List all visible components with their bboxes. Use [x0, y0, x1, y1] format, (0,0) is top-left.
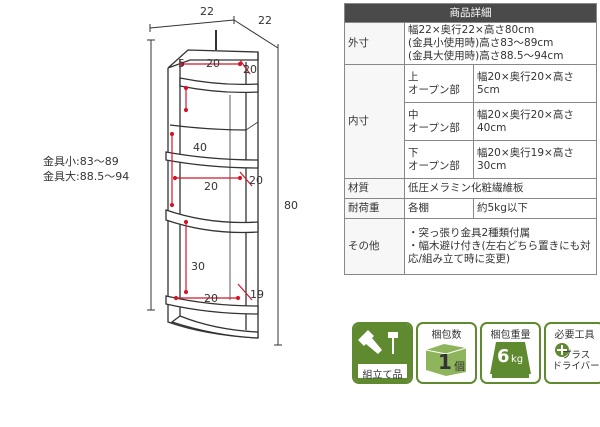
- assembly-badge: 組立て品: [352, 322, 413, 384]
- inner-label: 内寸: [344, 64, 405, 179]
- package-count-unit: 個: [454, 360, 465, 373]
- top-depth-line: [233, 19, 279, 49]
- box-icon: [425, 344, 467, 376]
- other-value: ・突っ張り金具2種類付属 ・幅木避け付き(左右どちら置きにも対応/組み立て時に変…: [404, 218, 597, 275]
- mid-d-label: 20: [249, 174, 263, 187]
- package-count-value: 1: [438, 350, 452, 374]
- inner-top-name: 上 オープン部: [404, 64, 474, 103]
- tools-icon: [354, 324, 411, 382]
- top-w-label: 20: [206, 57, 220, 70]
- other-line: ・幅木避け付き(左右どちら置きにも対応/組み立て時に変更): [408, 240, 591, 265]
- required-tool-title: 必要工具: [554, 330, 595, 341]
- mid-height-label: 40: [193, 141, 207, 154]
- inner-mid-value: 幅20×奥行20×高さ40cm: [473, 102, 597, 141]
- screwdriver-icon: [555, 343, 569, 357]
- total-height-label: 80: [284, 199, 298, 212]
- load-label: 耐荷重: [344, 198, 405, 219]
- bottom-w-label: 20: [204, 292, 218, 305]
- material-label: 材質: [344, 178, 405, 199]
- load-value: 約5kg以下: [473, 198, 597, 219]
- assembly-caption: 組立て品: [362, 370, 403, 381]
- spec-header: 商品詳細: [344, 3, 597, 23]
- size-line: 幅22×奥行22×高さ80cm: [408, 24, 535, 36]
- shelf-diagram: 22 22 80: [147, 5, 298, 346]
- mid-w-label: 20: [204, 180, 218, 193]
- package-weight-title: 梱包重量: [490, 330, 531, 341]
- other-label: その他: [344, 218, 405, 275]
- hardware-note-large: 金具大:88.5～94: [43, 170, 130, 183]
- shelf-body: [165, 30, 259, 339]
- package-count-badge: 梱包数 1 個: [416, 322, 477, 384]
- load-sub: 各棚: [404, 198, 474, 219]
- hardware-note-small: 金具小:83～89: [43, 155, 119, 168]
- required-tool-caption: プラス ドライバー: [552, 350, 600, 372]
- top-depth-label: 22: [258, 14, 272, 27]
- package-weight-unit: kg: [511, 354, 524, 365]
- top-width-line: [149, 19, 235, 29]
- inner-bottom-name: 下 オープン部: [404, 140, 474, 179]
- scale-icon: [490, 342, 531, 378]
- inner-top-value: 幅20×奥行20×高さ5cm: [473, 64, 597, 103]
- red-dimension-lines: [169, 59, 253, 301]
- size-value: 幅22×奥行22×高さ80cm (金具小使用時)高さ83～89cm (金具大使用…: [404, 22, 597, 65]
- bottom-height-label: 30: [191, 260, 205, 273]
- inner-bottom-value: 幅20×奥行19×高さ30cm: [473, 140, 597, 179]
- size-label: 外寸: [344, 22, 405, 65]
- package-weight-value: 6: [497, 346, 510, 367]
- other-line: ・突っ張り金具2種類付属: [408, 227, 531, 239]
- package-weight-badge: 梱包重量 6 kg: [480, 322, 541, 384]
- required-tool-badge: 必要工具 プラス ドライバー: [544, 322, 600, 384]
- bottom-d-label: 19: [250, 288, 264, 301]
- top-d-label: 20: [243, 63, 257, 76]
- top-width-label: 22: [200, 5, 214, 18]
- spec-table: 商品詳細 外寸 幅22×奥行22×高さ80cm (金具小使用時)高さ83～89c…: [344, 3, 597, 275]
- size-line: (金具大使用時)高さ88.5～94cm: [408, 50, 564, 62]
- inner-mid-name: 中 オープン部: [404, 102, 474, 141]
- package-count-title: 梱包数: [431, 330, 462, 341]
- size-line: (金具小使用時)高さ83～89cm: [408, 37, 554, 49]
- material-value: 低圧メラミン化粧繊維板: [404, 178, 597, 199]
- top-small-label: 5: [178, 57, 185, 70]
